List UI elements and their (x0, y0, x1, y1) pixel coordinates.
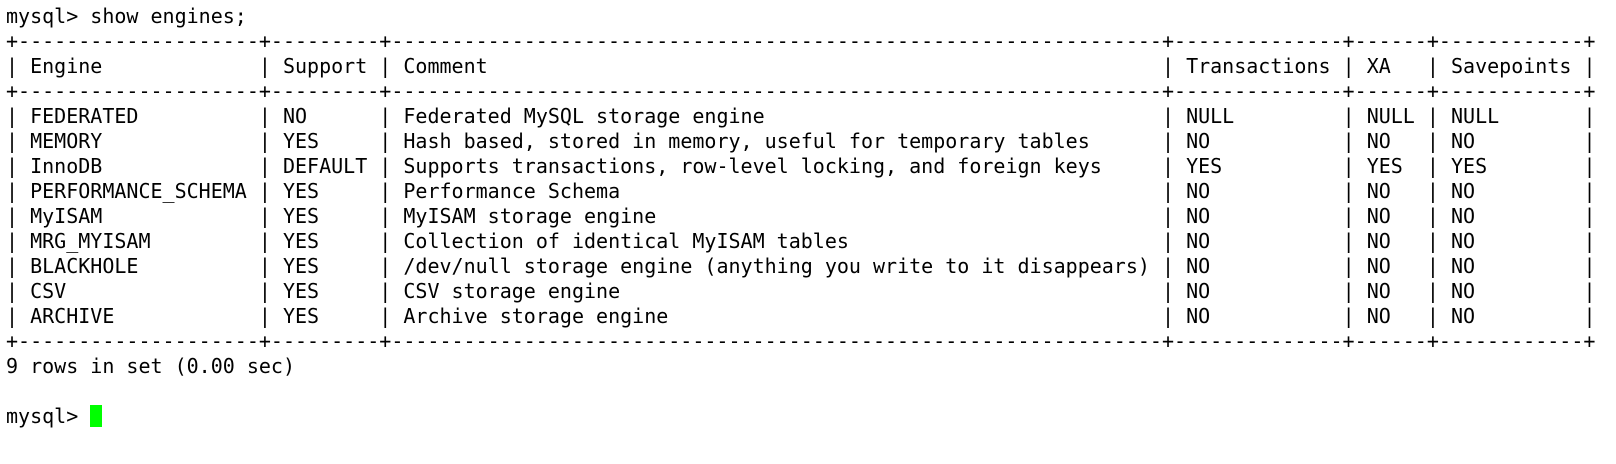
cell-xa: NO (1366, 279, 1415, 303)
cell-support: YES (282, 179, 368, 203)
cell-support: YES (282, 254, 368, 278)
cell-transactions: NO (1186, 229, 1331, 253)
cell-engine: ARCHIVE (30, 304, 247, 328)
table-row: | ARCHIVE | YES | Archive storage engine… (6, 304, 1596, 328)
table-border-bottom: +--------------------+---------+--------… (6, 329, 1596, 353)
cell-comment: Performance Schema (403, 179, 1150, 203)
table-row: | MEMORY | YES | Hash based, stored in m… (6, 129, 1596, 153)
cell-transactions: NO (1186, 304, 1331, 328)
cell-comment: Collection of identical MyISAM tables (403, 229, 1150, 253)
header-xa: XA (1366, 54, 1415, 78)
table-border-header: +--------------------+---------+--------… (6, 79, 1596, 103)
cell-engine: InnoDB (30, 154, 247, 178)
cell-support: YES (282, 304, 368, 328)
cell-engine: FEDERATED (30, 104, 247, 128)
header-savepoints: Savepoints (1450, 54, 1572, 78)
cell-engine: MyISAM (30, 204, 247, 228)
cell-savepoints: NO (1450, 304, 1572, 328)
cell-transactions: NO (1186, 254, 1331, 278)
cell-xa: NO (1366, 179, 1415, 203)
cell-engine: MRG_MYISAM (30, 229, 247, 253)
cell-comment: MyISAM storage engine (403, 204, 1150, 228)
cell-transactions: NO (1186, 279, 1331, 303)
cell-comment: Hash based, stored in memory, useful for… (403, 129, 1150, 153)
cell-comment: Federated MySQL storage engine (403, 104, 1150, 128)
cell-comment: CSV storage engine (403, 279, 1150, 303)
table-row: | BLACKHOLE | YES | /dev/null storage en… (6, 254, 1596, 278)
cell-xa: NO (1366, 229, 1415, 253)
command-line: mysql> show engines; (6, 4, 1616, 29)
cell-savepoints: NO (1450, 129, 1572, 153)
header-comment: Comment (403, 54, 1150, 78)
cell-transactions: NULL (1186, 104, 1331, 128)
table-row: | CSV | YES | CSV storage engine | NO | … (6, 279, 1596, 303)
cell-engine: MEMORY (30, 129, 247, 153)
cell-transactions: YES (1186, 154, 1331, 178)
result-summary: 9 rows in set (0.00 sec) (6, 354, 295, 378)
table-border-top: +--------------------+---------+--------… (6, 29, 1596, 53)
cell-savepoints: NULL (1450, 104, 1572, 128)
header-transactions: Transactions (1186, 54, 1331, 78)
cell-savepoints: NO (1450, 254, 1572, 278)
cell-xa: NO (1366, 204, 1415, 228)
cell-savepoints: NO (1450, 204, 1572, 228)
cell-savepoints: YES (1450, 154, 1572, 178)
table-row: | MyISAM | YES | MyISAM storage engine |… (6, 204, 1596, 228)
cell-support: DEFAULT (282, 154, 368, 178)
cell-savepoints: NO (1450, 279, 1572, 303)
cell-xa: YES (1366, 154, 1415, 178)
table-row: | FEDERATED | NO | Federated MySQL stora… (6, 104, 1596, 128)
table-header: | Engine | Support | Comment | Transacti… (6, 54, 1596, 78)
cell-engine: CSV (30, 279, 247, 303)
table-row: | InnoDB | DEFAULT | Supports transactio… (6, 154, 1596, 178)
header-support: Support (282, 54, 368, 78)
table-row: | PERFORMANCE_SCHEMA | YES | Performance… (6, 179, 1596, 203)
cell-xa: NO (1366, 304, 1415, 328)
prompt: mysql> (6, 404, 79, 428)
prompt: mysql> (6, 4, 79, 28)
cell-support: YES (282, 279, 368, 303)
cell-support: NO (282, 104, 368, 128)
cell-transactions: NO (1186, 204, 1331, 228)
header-engine: Engine (30, 54, 247, 78)
cell-comment: Supports transactions, row-level locking… (403, 154, 1150, 178)
cell-comment: Archive storage engine (403, 304, 1150, 328)
cell-support: YES (282, 204, 368, 228)
cell-xa: NO (1366, 129, 1415, 153)
cell-transactions: NO (1186, 129, 1331, 153)
table-row: | MRG_MYISAM | YES | Collection of ident… (6, 229, 1596, 253)
blank-line (6, 379, 1616, 404)
cell-engine: PERFORMANCE_SCHEMA (30, 179, 247, 203)
command-text: show engines; (90, 4, 247, 28)
text-cursor (90, 405, 103, 427)
cell-support: YES (282, 129, 368, 153)
cell-transactions: NO (1186, 179, 1331, 203)
cell-comment: /dev/null storage engine (anything you w… (403, 254, 1150, 278)
table-body: | FEDERATED | NO | Federated MySQL stora… (6, 104, 1616, 329)
cell-xa: NULL (1366, 104, 1415, 128)
cell-savepoints: NO (1450, 229, 1572, 253)
cell-engine: BLACKHOLE (30, 254, 247, 278)
cell-support: YES (282, 229, 368, 253)
active-prompt-line[interactable]: mysql> (6, 404, 1616, 429)
cell-xa: NO (1366, 254, 1415, 278)
cell-savepoints: NO (1450, 179, 1572, 203)
